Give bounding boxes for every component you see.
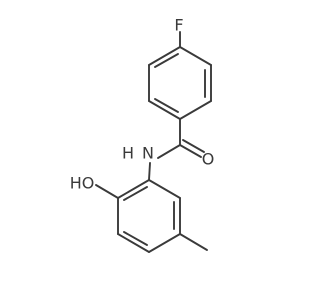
bond-ring2-methyl [179, 233, 208, 251]
bond-ring1-f [148, 46, 181, 66]
bond-ring2-a [148, 179, 181, 199]
structure-canvas: F O H N HO [70, 16, 215, 253]
bond-ring1-inner-3 [154, 53, 179, 68]
bond-ring2-c [148, 233, 181, 253]
bond-carbonyl-n [157, 144, 181, 159]
bond-ring1-d [148, 100, 181, 120]
bond-ring1-a [179, 46, 212, 66]
bond-ring2-inner-3 [123, 186, 148, 201]
fluorine-label: F [174, 16, 183, 35]
bond-ring2-oh [95, 184, 119, 199]
bond-ring2-inner-2 [123, 231, 148, 246]
amide-hydrogen-label: H [122, 144, 134, 163]
bond-ring2-f [117, 179, 150, 199]
hydroxyl-label: HO [70, 174, 95, 193]
bond-carbonyl-o-1 [179, 144, 202, 158]
bond-ring1-c [179, 100, 212, 120]
bond-carbonyl-o-2 [182, 139, 205, 153]
bond-ring1-inner-2 [154, 98, 179, 113]
molecule-diagram: F O H N HO [69, 15, 215, 253]
amide-nitrogen-label: N [142, 144, 154, 163]
bond-layer [95, 31, 212, 253]
bond-ring2-d [117, 233, 150, 253]
bond-n-ring2 [148, 162, 151, 181]
carbonyl-oxygen-label: O [202, 150, 215, 169]
